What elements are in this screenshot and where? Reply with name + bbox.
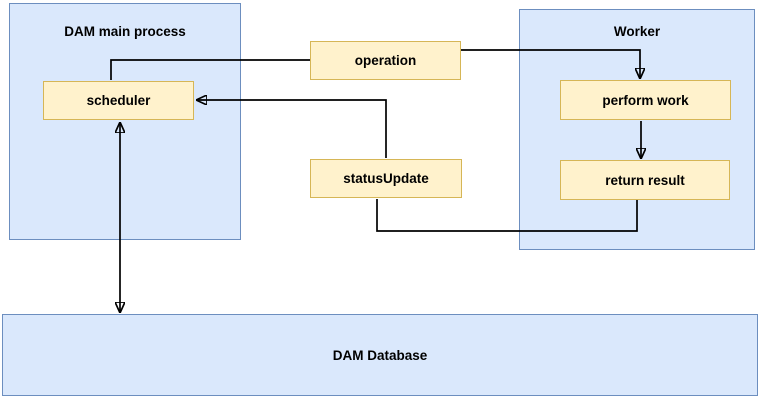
container-worker-label: Worker: [613, 24, 661, 39]
node-return-result-label: return result: [605, 172, 685, 188]
node-scheduler: scheduler: [43, 81, 194, 120]
node-perform-work-label: perform work: [602, 92, 689, 108]
container-dam-main-process: DAM main process: [9, 3, 241, 240]
node-statusupdate: statusUpdate: [310, 159, 462, 198]
node-operation-label: operation: [354, 53, 417, 68]
node-perform-work: perform work: [560, 80, 731, 120]
connector-return-result-to-statusupdate: [376, 199, 638, 232]
node-scheduler-label: scheduler: [86, 93, 151, 108]
connector-operation-to-scheduler: [110, 59, 310, 80]
container-dam-database-label: DAM Database: [332, 347, 428, 363]
container-dam-database: DAM Database: [2, 314, 758, 396]
connector-statusupdate-to-scheduler: [197, 100, 387, 158]
node-statusupdate-label: statusUpdate: [343, 171, 429, 186]
node-return-result: return result: [560, 160, 730, 200]
connector-operation-to-perform-work: [461, 49, 640, 78]
node-operation: operation: [310, 41, 461, 80]
container-dam-main-process-label: DAM main process: [64, 24, 186, 39]
